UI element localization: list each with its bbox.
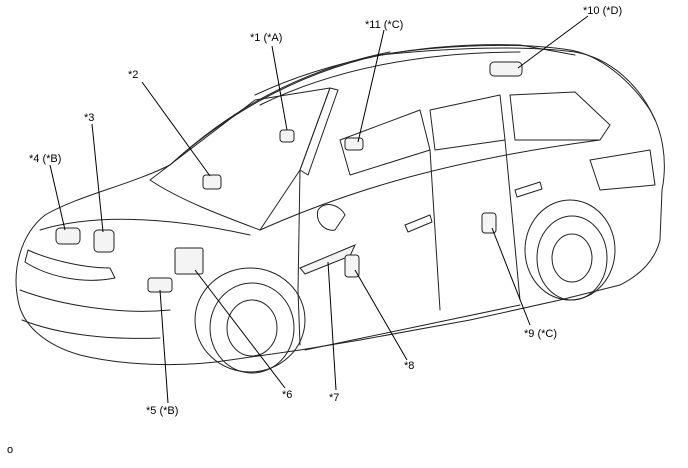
rear-wheel-hub (551, 233, 593, 283)
rear-wheel (536, 215, 608, 301)
leader-7 (327, 261, 337, 391)
front-grille (19, 289, 171, 312)
component-1 (279, 129, 295, 143)
component-10 (489, 61, 523, 77)
windshield (149, 87, 331, 231)
front-wheel (209, 282, 295, 374)
quarter-window (509, 91, 611, 141)
leader-10 (517, 15, 589, 69)
callout-6: *6 (282, 389, 293, 401)
component-3 (93, 229, 115, 253)
headlight (24, 249, 116, 281)
leader-8 (354, 269, 408, 361)
component-9 (481, 212, 497, 234)
b-pillar-line (429, 149, 441, 311)
leader-1 (271, 45, 288, 131)
leader-9 (491, 227, 531, 326)
roof-rail-inner (259, 51, 521, 106)
rear-side-window (429, 94, 506, 151)
a-pillar (299, 87, 339, 176)
callout-7: *7 (329, 392, 340, 404)
component-11 (344, 137, 364, 151)
leader-11 (357, 29, 385, 143)
roof-line (169, 47, 656, 166)
door-handle-rear (514, 181, 543, 198)
leader-4 (49, 164, 66, 231)
leader-3 (91, 123, 104, 233)
leader-5 (159, 289, 169, 404)
side-mirror (316, 204, 346, 231)
component-4 (55, 227, 81, 245)
roof-rail (254, 44, 576, 96)
front-door-line (297, 169, 301, 346)
callout-1: *1 (*A) (250, 32, 283, 44)
front-wheel-arch (194, 267, 306, 373)
callout-4: *4 (*B) (29, 153, 62, 165)
callout-2: *2 (128, 69, 139, 81)
front-wheel-hub (226, 299, 278, 357)
door-handle-front (404, 214, 433, 233)
callout-8: *8 (404, 360, 415, 372)
component-5 (147, 277, 173, 293)
callout-10: *10 (*D) (583, 5, 623, 17)
front-bumper-lower (21, 319, 161, 339)
tail-light (589, 149, 656, 191)
callout-9: *9 (*C) (524, 328, 558, 340)
leader-6 (194, 269, 286, 389)
component-6 (174, 247, 204, 275)
car-body-outline (15, 44, 665, 366)
hood-crease (39, 218, 251, 236)
leader-2 (141, 81, 211, 177)
callout-11: *11 (*C) (365, 19, 404, 31)
component-2 (202, 174, 222, 190)
rocker-panel (304, 304, 521, 351)
figure-code: o (7, 444, 14, 456)
callout-3: *3 (84, 112, 95, 124)
belt-line (259, 139, 601, 231)
rear-door-line (504, 139, 521, 301)
callout-5: *5 (*B) (146, 405, 179, 417)
rear-wheel-arch (524, 199, 616, 301)
